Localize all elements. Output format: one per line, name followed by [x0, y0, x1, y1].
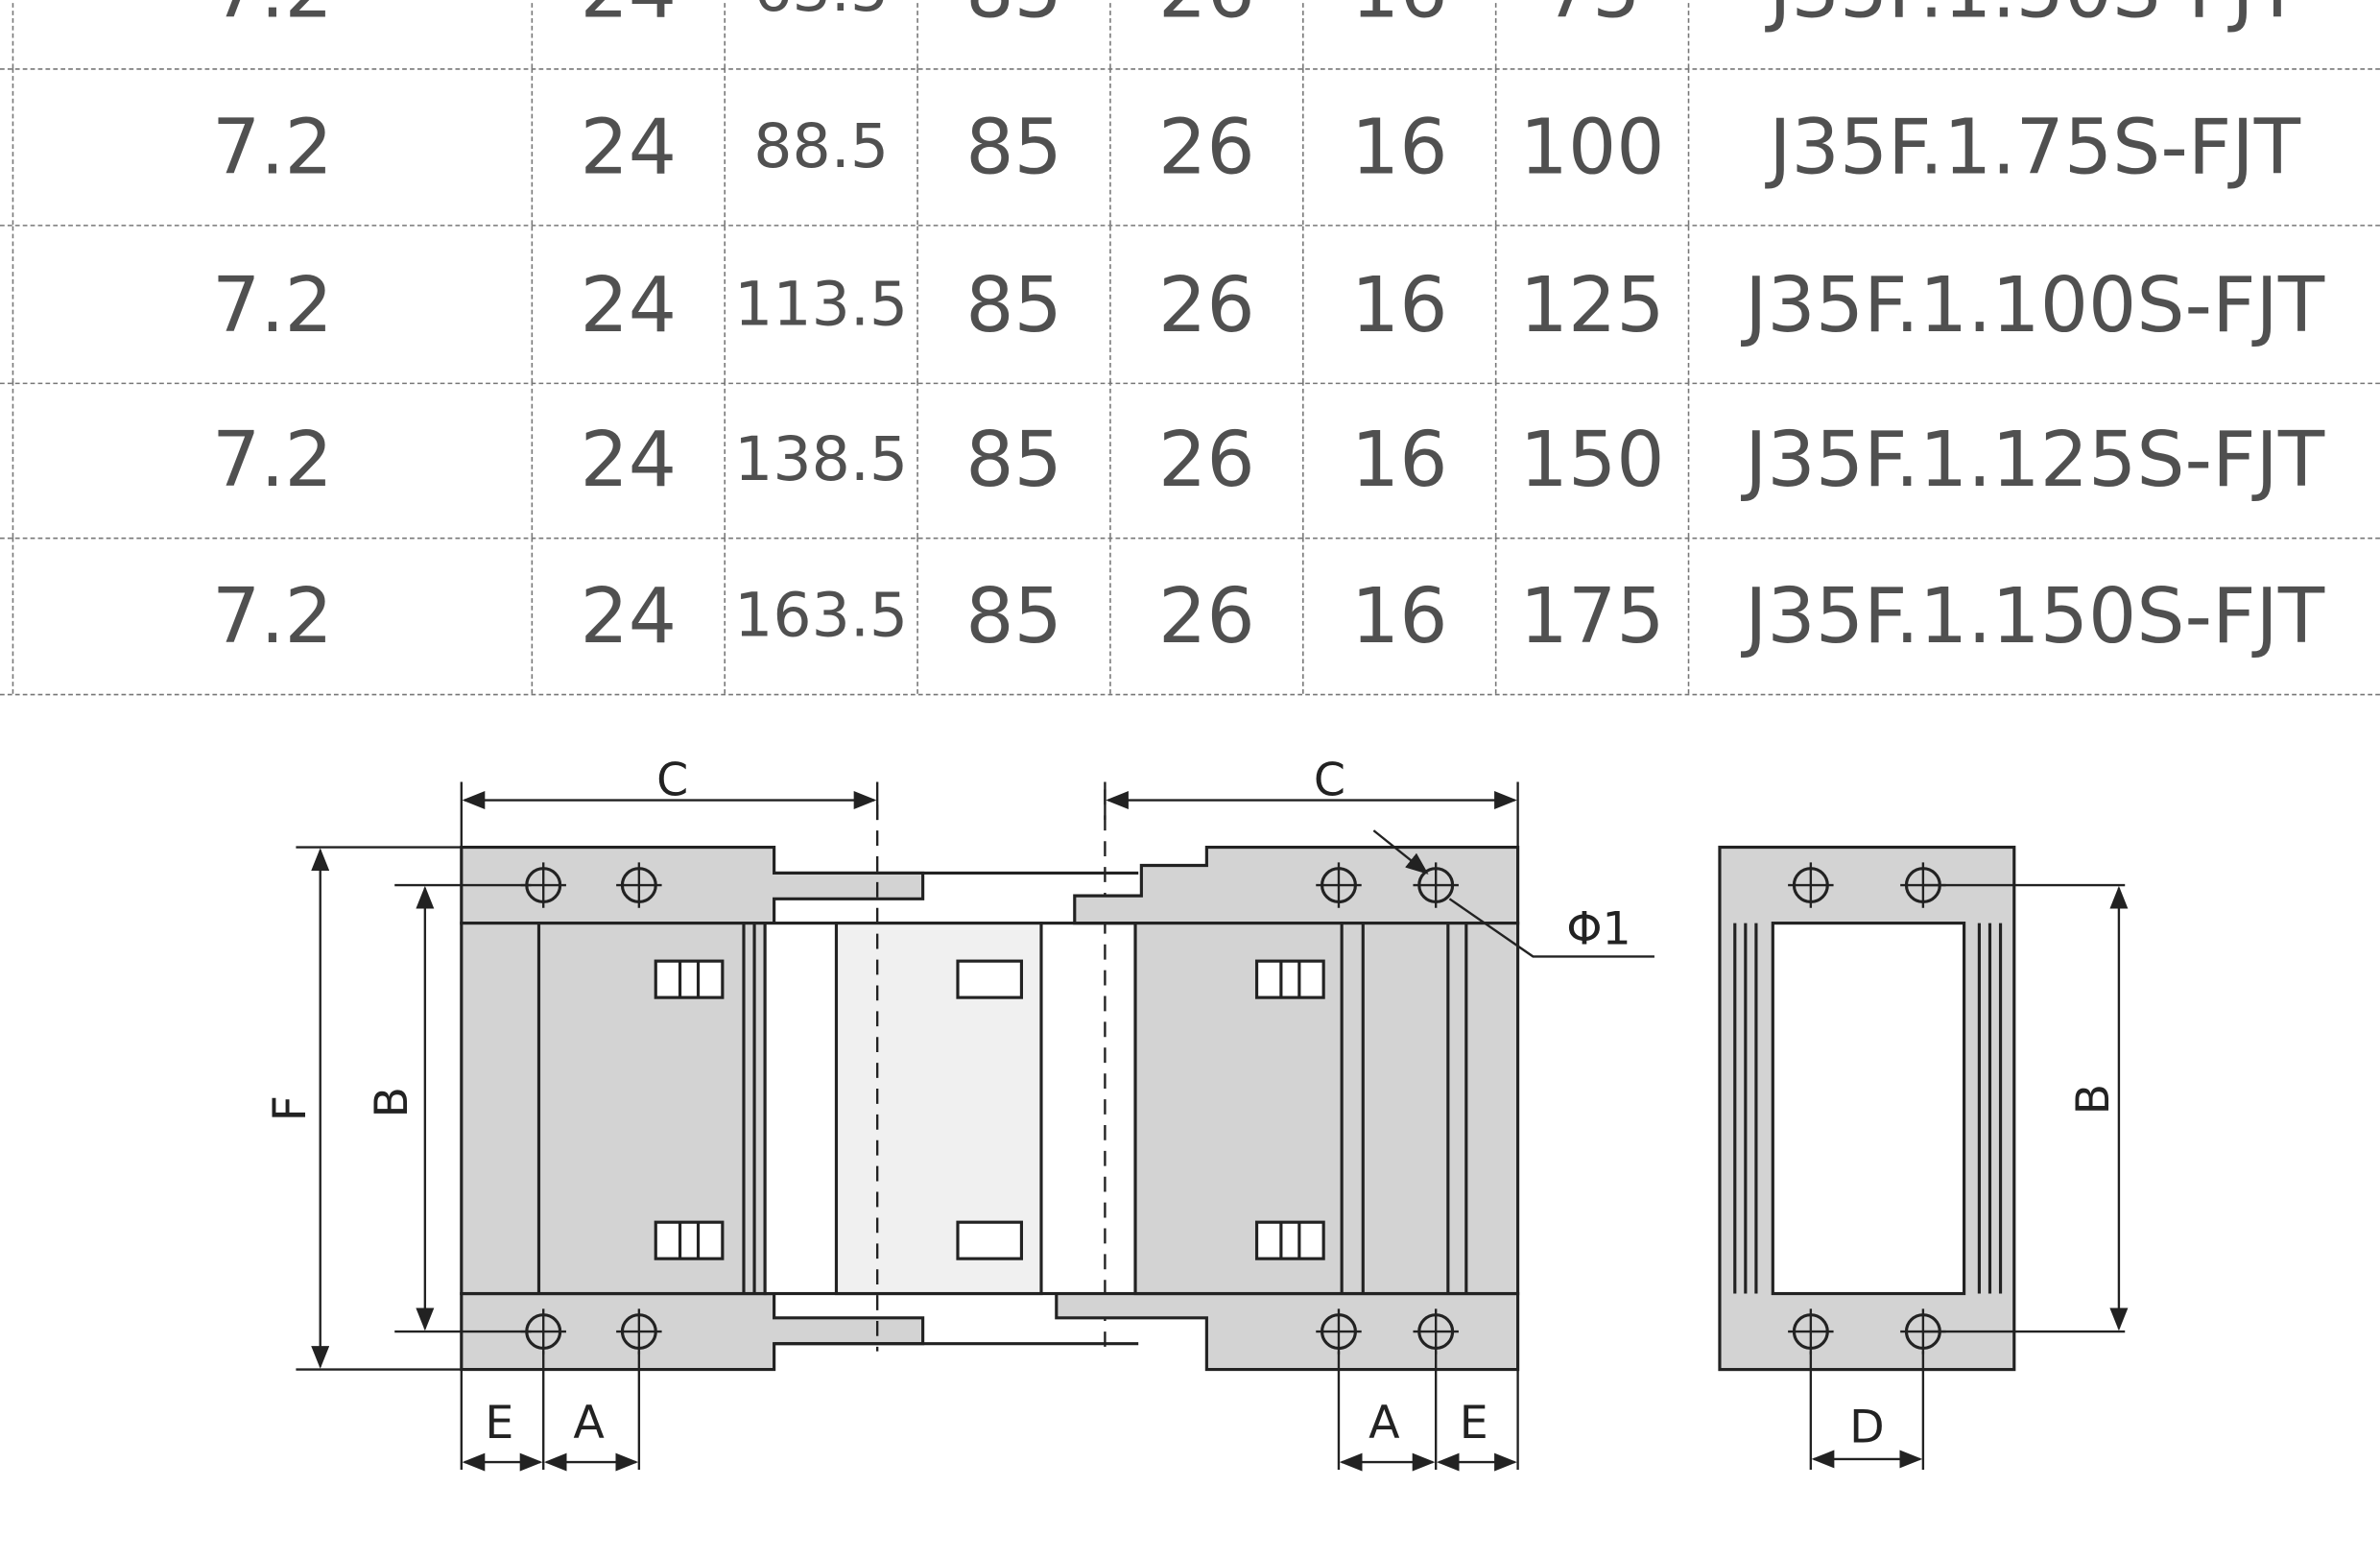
table-cell: 26: [1109, 226, 1302, 383]
table-cell: 163.5: [724, 537, 916, 694]
table-cell: 26: [1109, 380, 1302, 538]
table-cell: 24: [531, 0, 725, 69]
table-cell: J35F.1.100S-FJT: [1687, 226, 2380, 383]
table-cell: 24: [531, 226, 725, 383]
table-cell: 16: [1302, 537, 1495, 694]
table-row: 7.22463.585261675J35F.1.50S-FJT: [0, 0, 2380, 70]
table-cell: 88.5: [724, 68, 916, 226]
table-cell: 85: [916, 226, 1109, 383]
label-e-left: E: [485, 1397, 513, 1450]
table-cell: 150: [1494, 380, 1688, 538]
table-cell: 24: [531, 380, 725, 538]
table-cell: 16: [1302, 380, 1495, 538]
hole-crosshair: [1413, 1308, 1459, 1355]
dimension-labels: C C Φ1 F B B E A A E D: [264, 755, 2120, 1454]
table-cell: 85: [916, 0, 1109, 69]
table-cell: 7.2: [12, 68, 532, 226]
table-cell: 85: [916, 68, 1109, 226]
table-cell: 7.2: [12, 537, 532, 694]
table-cell: 100: [1494, 68, 1688, 226]
label-a-right: A: [1368, 1397, 1400, 1450]
table-cell: J35F.1.50S-FJT: [1687, 0, 2380, 69]
table-cell: 24: [531, 68, 725, 226]
label-a-left: A: [573, 1397, 605, 1450]
label-d: D: [1849, 1402, 1885, 1454]
label-f: F: [264, 1095, 317, 1121]
chain-link-right: [1055, 845, 1520, 1372]
table-cell: 26: [1109, 0, 1302, 69]
table-cell: 85: [916, 537, 1109, 694]
table-cell: 16: [1302, 68, 1495, 226]
label-c-right: C: [1314, 755, 1345, 807]
table-cell: 125: [1494, 226, 1688, 383]
table-cell: 7.2: [12, 226, 532, 383]
table-cell: 85: [916, 380, 1109, 538]
table-cell: 75: [1494, 0, 1688, 69]
table-cell: 113.5: [724, 226, 916, 383]
table-cell: J35F.1.150S-FJT: [1687, 537, 2380, 694]
chain-link-left: [460, 845, 925, 1372]
table-cell: 63.5: [724, 0, 916, 69]
table-cell: 16: [1302, 0, 1495, 69]
table-cell: 24: [531, 537, 725, 694]
hole-crosshair: [616, 862, 662, 908]
label-c-left: C: [656, 755, 688, 807]
chain-link-middle: [763, 789, 1139, 1352]
table-cell: 138.5: [724, 380, 916, 538]
label-phi1: Φ1: [1566, 903, 1631, 956]
hole-crosshair: [1316, 862, 1362, 908]
table-cell: 7.2: [12, 0, 532, 69]
table-cell: 26: [1109, 68, 1302, 226]
table-cell: 16: [1302, 226, 1495, 383]
hole-crosshair: [1316, 1308, 1362, 1355]
table-cell: J35F.1.75S-FJT: [1687, 68, 2380, 226]
label-b-left: B: [366, 1087, 418, 1118]
hole-crosshair: [1413, 862, 1459, 908]
table-cell: 175: [1494, 537, 1688, 694]
end-view: [1718, 845, 2016, 1372]
hole-crosshair: [1788, 862, 1834, 908]
label-b-right: B: [2067, 1084, 2120, 1115]
table-cell: 7.2: [12, 380, 532, 538]
label-e-right: E: [1460, 1397, 1488, 1450]
hole-crosshair: [616, 1308, 662, 1355]
table-cell: 26: [1109, 537, 1302, 694]
table-cell: J35F.1.125S-FJT: [1687, 380, 2380, 538]
dimension-lines: [296, 781, 2129, 1472]
hole-crosshair: [1788, 1308, 1834, 1355]
